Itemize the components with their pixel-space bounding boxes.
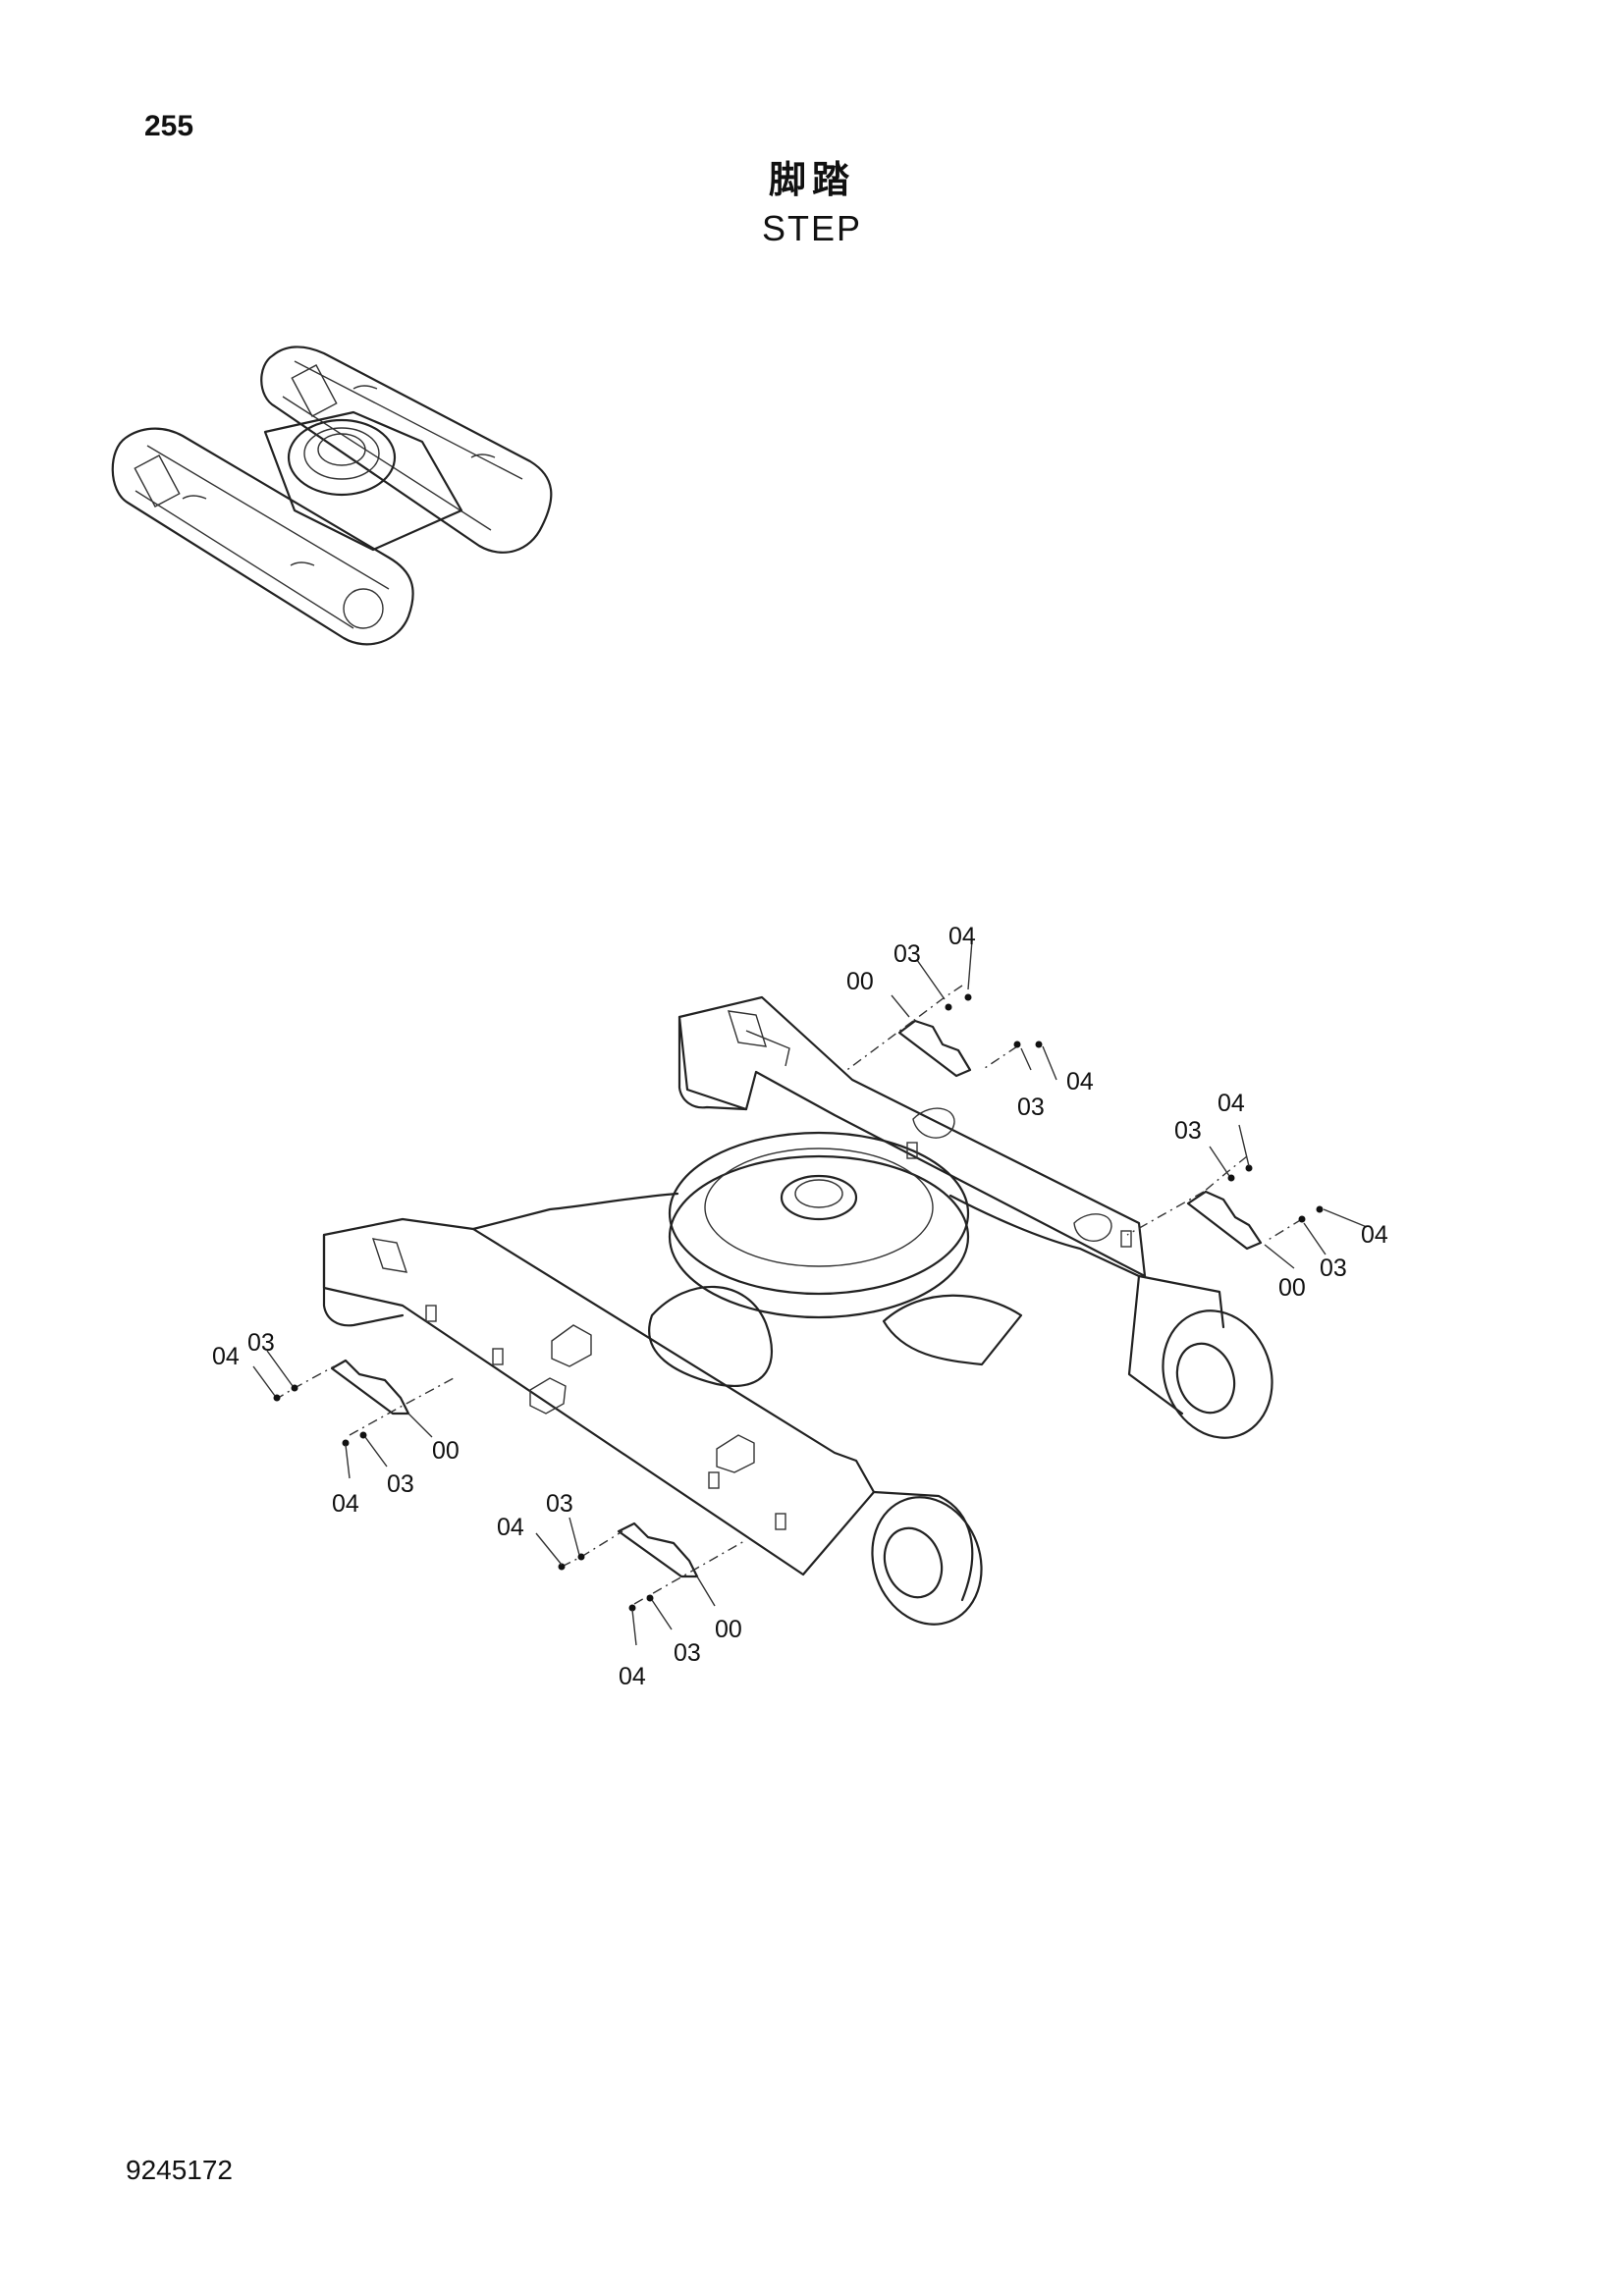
callout-left-washer-bottom: 03: [387, 1470, 414, 1498]
title-english: STEP: [761, 208, 863, 248]
document-number: 9245172: [126, 2155, 234, 2185]
callout-labels-right: 03 04 00 03 04: [1174, 1090, 1388, 1302]
page-number: 255: [144, 110, 194, 142]
step-front: [535, 1517, 745, 1646]
callout-front-washer-top: 03: [546, 1490, 573, 1518]
callout-right-bolt-side: 04: [1361, 1221, 1388, 1249]
undercarriage-overview-illustration: [111, 346, 553, 646]
callout-upper-bolt-side: 04: [1066, 1068, 1094, 1095]
callout-upper-bolt-top: 04: [948, 923, 976, 950]
callout-right-washer-top: 03: [1174, 1117, 1202, 1145]
callout-front-washer-bottom: 03: [674, 1639, 701, 1667]
callout-right-part: 00: [1278, 1274, 1306, 1302]
callout-left-bolt-top: 04: [212, 1343, 240, 1370]
callout-upper-part: 00: [846, 968, 874, 995]
callout-left-part: 00: [432, 1437, 460, 1465]
callout-upper-washer-side: 03: [1017, 1094, 1045, 1121]
callout-front-bolt-bottom: 04: [619, 1663, 646, 1690]
callout-labels-left: 04 03 00 04 03: [212, 1329, 460, 1518]
step-upper: [843, 939, 1057, 1081]
callout-front-bolt-top: 04: [497, 1514, 524, 1541]
callout-front-part: 00: [715, 1616, 742, 1643]
step-left: [252, 1350, 455, 1479]
callout-left-bolt-bottom: 04: [332, 1490, 359, 1518]
callout-right-washer-side: 03: [1320, 1255, 1347, 1282]
lower-frame-illustration: [322, 995, 1273, 1626]
callout-left-washer-top: 03: [247, 1329, 275, 1357]
callout-upper-washer-top: 03: [893, 940, 921, 968]
callout-right-bolt-top: 04: [1218, 1090, 1245, 1117]
title-chinese: 脚踏: [768, 158, 855, 201]
callout-labels-front: 04 03 00 04 03: [497, 1490, 742, 1690]
callout-labels-upper: 00 03 04 03 04: [846, 923, 1094, 1121]
step-right: [1126, 1124, 1368, 1269]
